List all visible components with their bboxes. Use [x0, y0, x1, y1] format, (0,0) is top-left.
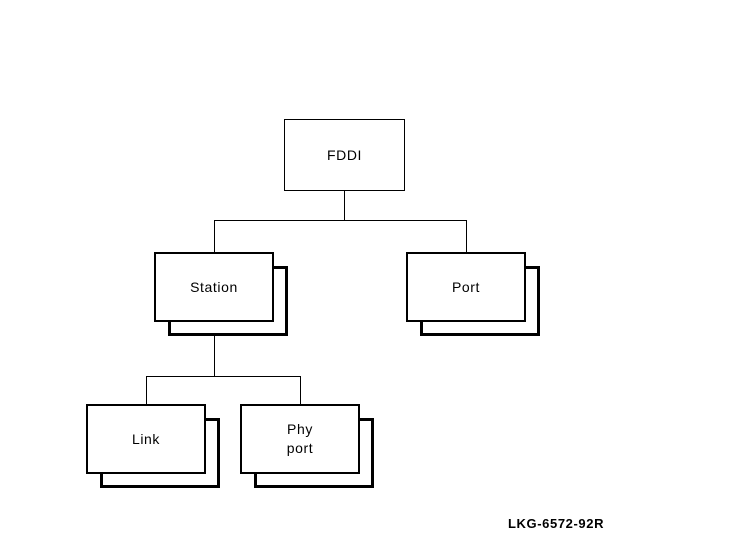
edge-fddi-to-port: [466, 220, 467, 252]
node-link-label: Link: [131, 430, 161, 447]
edge-station-trunk-line: [214, 336, 215, 376]
node-port: Port: [406, 252, 526, 322]
figure-number-caption: LKG-6572-92R: [508, 516, 605, 531]
node-phy-port: Phy port: [240, 404, 360, 474]
node-fddi: FDDI: [284, 119, 405, 191]
node-station: Station: [154, 252, 274, 322]
node-link: Link: [86, 404, 206, 474]
edge-fddi-trunk-line: [344, 191, 345, 220]
edge-station-to-phy-port: [300, 376, 301, 404]
node-fddi-label: FDDI: [326, 146, 363, 163]
edge-station-to-link: [146, 376, 147, 404]
node-port-label: Port: [451, 278, 481, 295]
edge-fddi-to-station: [214, 220, 215, 252]
edge-station-children-rail: [146, 376, 301, 377]
node-phy-port-label: Phy port: [286, 421, 314, 456]
edge-fddi-children-rail: [214, 220, 467, 221]
node-station-label: Station: [190, 278, 238, 295]
